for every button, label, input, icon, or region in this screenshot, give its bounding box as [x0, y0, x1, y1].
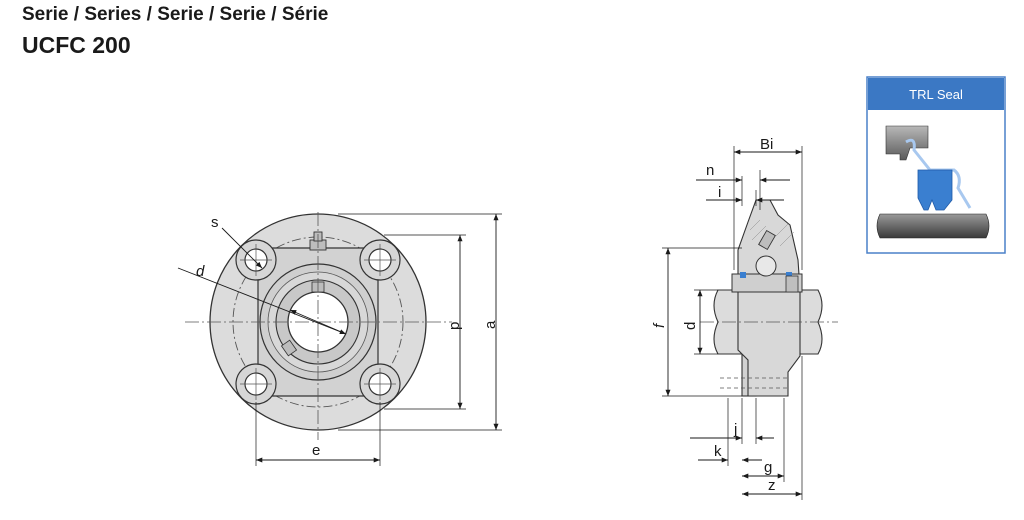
ball	[755, 255, 777, 277]
seal-panel: TRL Seal	[866, 76, 1006, 254]
seal-panel-header	[868, 78, 1004, 110]
dim-label-s: s	[211, 214, 219, 231]
dim-label-p: p	[446, 322, 463, 330]
model-title: UCFC 200	[22, 32, 131, 58]
dim-label-e: e	[312, 442, 320, 459]
seal-left	[740, 272, 746, 278]
dim-label-f: f	[651, 322, 668, 328]
series-title: Serie / Series / Serie / Serie / Série	[22, 4, 329, 25]
seal-body	[917, 169, 953, 211]
dim-label-d: d	[196, 263, 205, 280]
dim-label-z: z	[768, 477, 776, 494]
dim-label-i: i	[718, 184, 721, 201]
dim-label-a: a	[482, 320, 499, 329]
seal-right	[786, 272, 792, 278]
seal-panel-title: TRL Seal	[909, 87, 963, 102]
dim-label-n: n	[706, 162, 714, 179]
dim-label-g: g	[764, 459, 772, 476]
dim-label-j: j	[733, 421, 737, 438]
seal-shaft	[876, 213, 990, 239]
dim-label-k: k	[714, 443, 722, 460]
dim-label-Bi: Bi	[760, 136, 773, 153]
dim-label-d-side: d	[682, 322, 699, 330]
side-view: Bi n i f d j k g	[651, 136, 838, 500]
front-view: d s p a e	[177, 212, 502, 466]
